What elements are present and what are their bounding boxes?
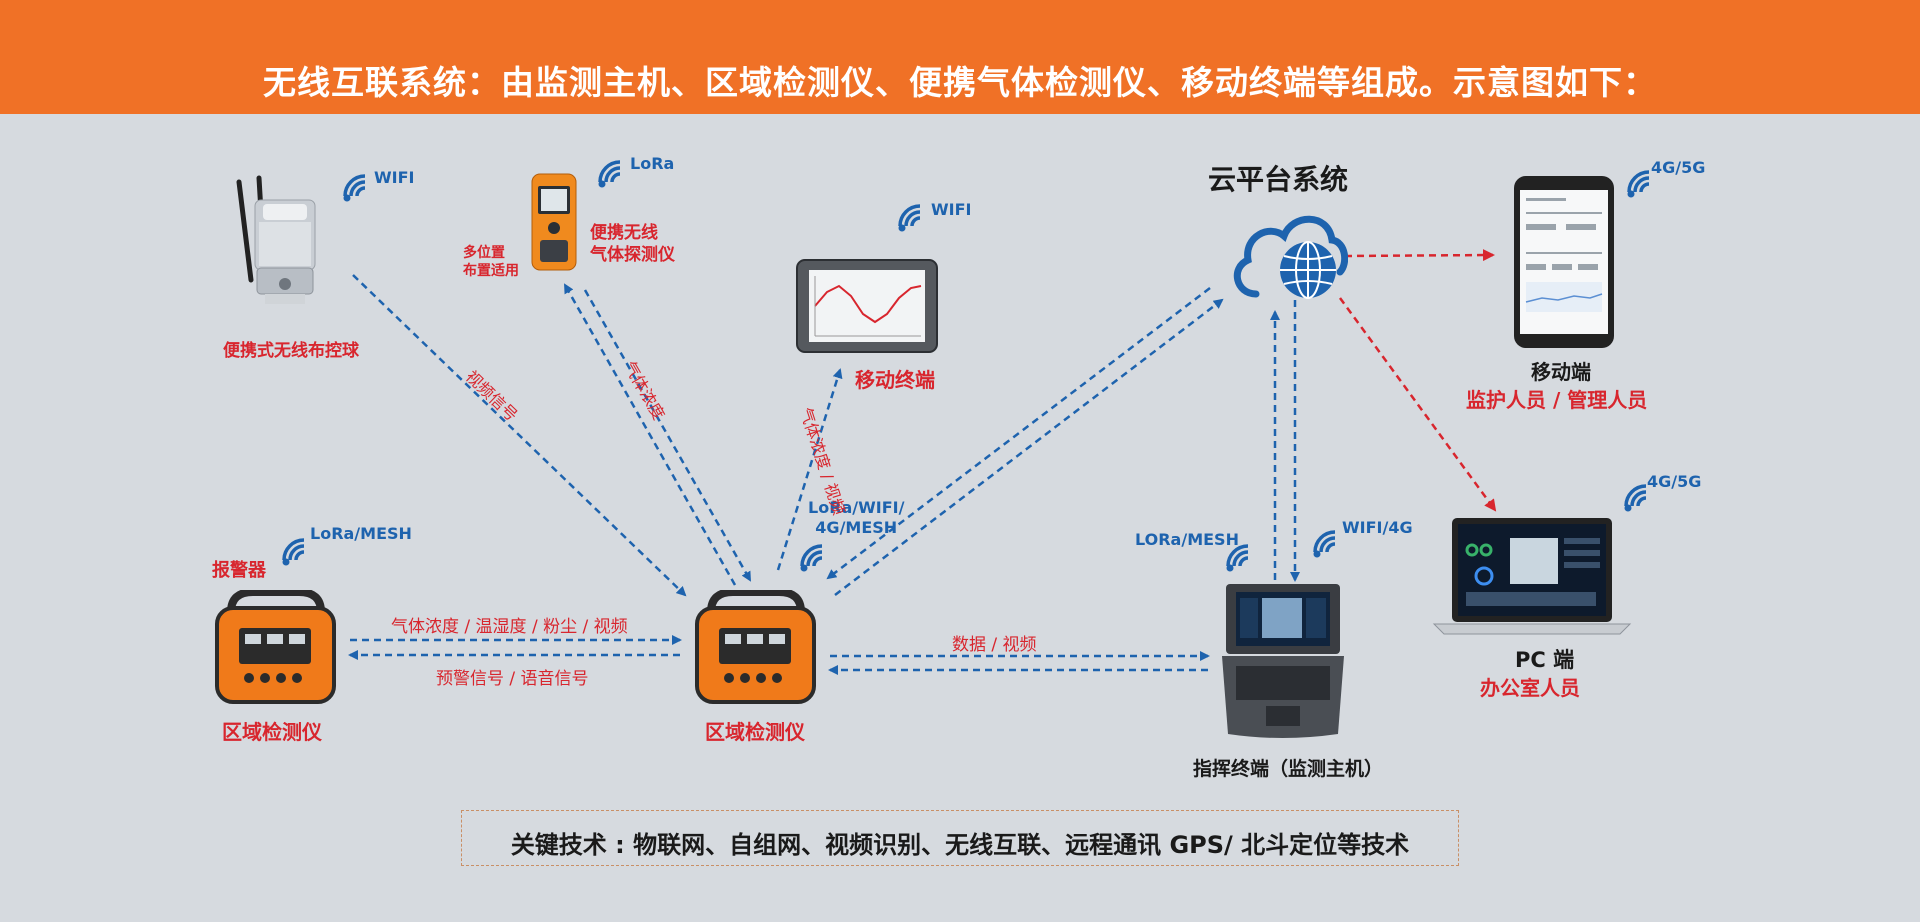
link-center-cloud-up [834,298,1224,596]
area-detector-left-icon [215,590,336,704]
protocol-command-right: WIFI/4G [1342,518,1413,537]
protocol-alarm: LoRa/MESH [310,524,412,543]
mobile-end-role: 监护人员 / 管理人员 [1466,388,1648,412]
wifi-mobile-terminal-icon [898,204,921,232]
cloud-globe-icon [1233,215,1348,299]
link-label-data-video: 数据 / 视频 [952,635,1037,655]
wifi-command-right-icon [1313,530,1336,558]
wifi-alarm-icon [282,538,305,566]
wifi-portable-gas-icon [598,160,621,188]
command-terminal-icon [1222,584,1344,738]
wifi-mobile-phone-icon [1627,170,1650,198]
protocol-mobile-phone: 4G/5G [1651,158,1706,177]
link-label-data-up: 气体浓度 / 温湿度 / 粉尘 / 视频 [391,617,628,637]
protocol-portable-gas: LoRa [630,154,675,173]
link-ball-center [352,274,687,597]
alarm-label: 报警器 [212,560,266,581]
footer-text: 关键技术 : 物联网、自组网、视频识别、无线互联、远程通讯 GPS/ 北斗定位等… [510,831,1410,859]
link-cloud-pc [1338,297,1497,512]
link-center-mobile [776,368,843,571]
ptz-ball-label: 便携式无线布控球 [223,341,359,361]
link-cloud-phone [1344,249,1495,262]
mobile-terminal-label: 移动终端 [855,368,935,392]
portable-gas-detector-icon [531,173,577,271]
protocol-command-left: LORa/MESH [1135,530,1239,549]
banner-title: 无线互联系统：由监测主机、区域检测仪、便携气体检测仪、移动终端等组成。示意图如下… [263,63,1657,102]
pc-end-role: 办公室人员 [1480,676,1580,700]
wifi-command-left-icon [1226,544,1249,572]
mobile-phone-icon [1514,176,1614,348]
link-gas-down [583,289,752,582]
footer-key-technology: 关键技术 : 物联网、自组网、视频识别、无线互联、远程通讯 GPS/ 北斗定位等… [461,810,1459,866]
wifi-center-icon [800,544,823,572]
protocol-mobile-terminal: WIFI [931,200,972,219]
portable-gas-label: 便携无线 气体探测仪 [590,223,675,265]
banner: 无线互联系统：由监测主机、区域检测仪、便携气体检测仪、移动终端等组成。示意图如下… [0,0,1920,114]
mobile-end-label: 移动端 [1531,360,1591,384]
pc-laptop-icon [1432,518,1632,635]
link-cloud-center-down [826,287,1211,580]
command-terminal-label: 指挥终端（监测主机） [1193,758,1384,780]
area-detector-center-icon [695,590,816,704]
wifi-ptz-icon [343,174,366,202]
wifi-pc-icon [1624,484,1647,512]
portable-gas-note: 多位置 布置适用 [463,245,519,279]
cloud-platform-title: 云平台系统 [1208,163,1349,196]
ptz-ball-camera-icon [236,175,316,304]
protocol-pc: 4G/5G [1647,472,1702,491]
area-detector-left-label: 区域检测仪 [222,720,322,744]
link-gas-up [563,283,737,586]
pc-end-label: PC 端 [1515,648,1575,672]
area-detector-center-label: 区域检测仪 [705,720,805,744]
mobile-terminal-tablet-icon [796,259,938,353]
protocol-ptz: WIFI [374,168,415,187]
link-label-data-down: 预警信号 / 语音信号 [436,669,589,689]
protocol-center: LoRa/WIFI/ 4G/MESH [808,498,905,537]
